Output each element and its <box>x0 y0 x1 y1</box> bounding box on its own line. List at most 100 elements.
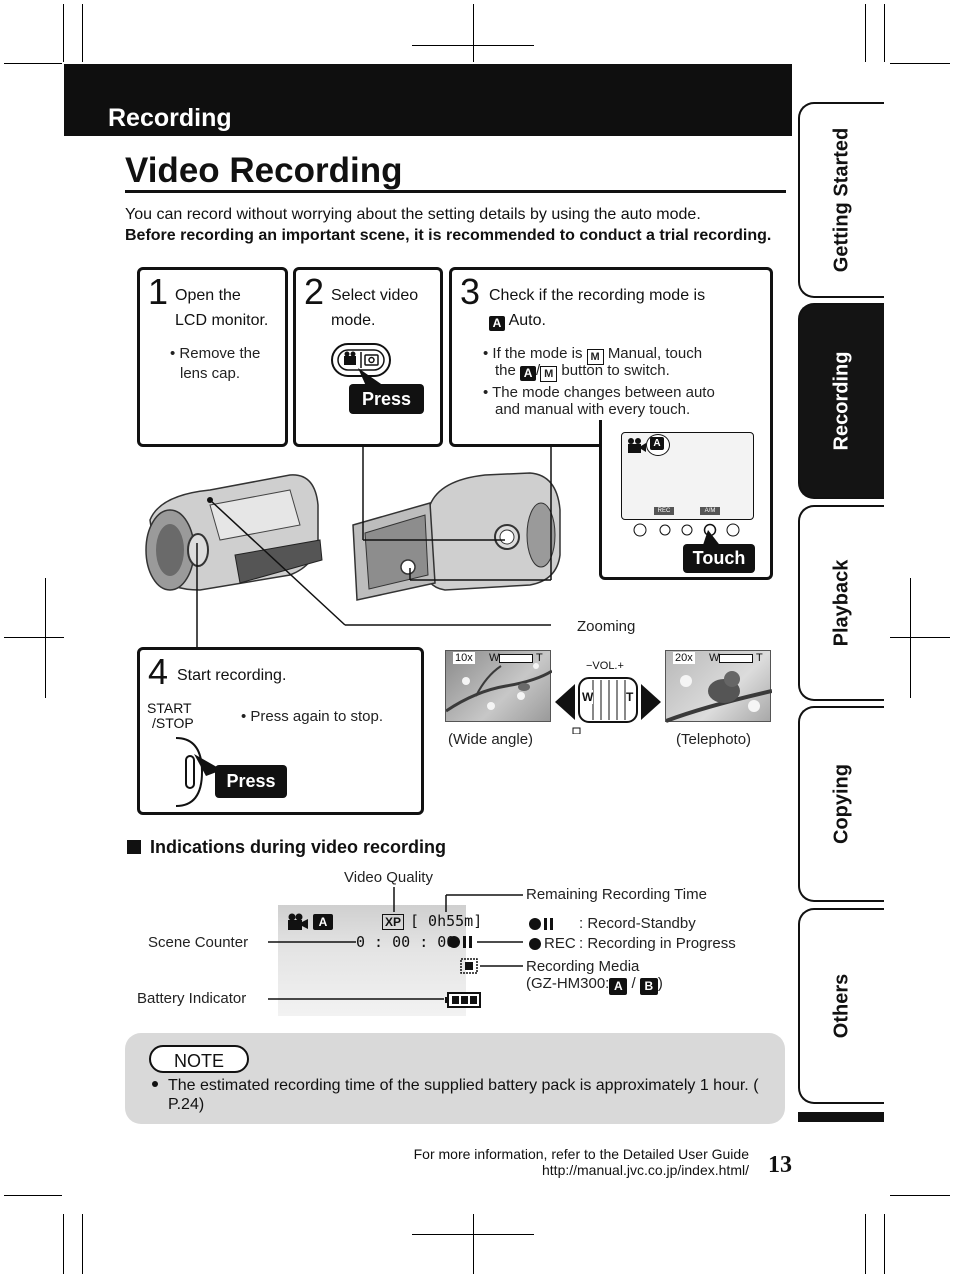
manual-mode-icon: M <box>586 349 604 365</box>
bullet-text: button to switch. <box>561 362 670 379</box>
crop-mark <box>473 4 474 62</box>
mode-switch-icon <box>331 343 391 377</box>
step-2-box: 2 Select video mode. Press <box>293 267 443 447</box>
step-title-line2: LCD monitor. <box>175 312 269 329</box>
step-title-line2: A Auto. <box>489 308 546 333</box>
zooming-label: Zooming <box>577 618 636 635</box>
tab-others[interactable]: Others <box>798 908 884 1104</box>
media-a-icon: A <box>609 978 628 995</box>
screen-remaining-time: [ 0h55m] <box>410 912 483 930</box>
standby-label: : Record-Standby <box>579 915 696 932</box>
crop-mark <box>63 4 64 62</box>
page-title: Video Recording <box>125 151 403 190</box>
bullet-text: Manual, touch <box>607 345 703 362</box>
step-bullet2-line2: and manual with every touch. <box>495 401 691 418</box>
step-bullet1-line1: • If the mode is M Manual, touch <box>483 345 702 365</box>
step-title: Start recording. <box>177 667 287 684</box>
intro-bold: Before recording an important scene, it … <box>125 227 772 244</box>
intro-paragraph: You can record without worrying about th… <box>125 204 775 246</box>
lcd-auto-badge: A <box>646 434 670 456</box>
zoom-lever-t: T <box>626 690 634 704</box>
remaining-time-label: Remaining Recording Time <box>526 886 707 903</box>
crop-mark <box>63 1214 64 1274</box>
telephoto-caption: (Telephoto) <box>676 731 752 748</box>
tab-getting-started[interactable]: Getting Started <box>798 102 884 298</box>
note-text: The estimated recording time of the supp… <box>168 1077 759 1113</box>
section-header-bar <box>64 64 792 136</box>
tab-bottom-bar <box>798 1112 884 1122</box>
touch-pointer-icon <box>702 530 722 548</box>
step-number: 2 <box>304 271 325 312</box>
indications-heading: Indications during video recording <box>150 837 447 857</box>
video-camera-icon <box>288 913 308 930</box>
tab-copying[interactable]: Copying <box>798 706 884 902</box>
crop-mark <box>45 578 46 698</box>
crop-mark <box>4 637 64 638</box>
note-label: NOTE <box>149 1045 249 1073</box>
media-model-line: (GZ-HM300:A / B) <box>526 975 663 995</box>
rec-in-progress-label: : Recording in Progress <box>579 935 736 952</box>
footer-link[interactable]: http://manual.jvc.co.jp/index.html/ <box>542 1162 749 1178</box>
video-quality-label: Video Quality <box>344 869 433 886</box>
auto-label: Auto. <box>508 312 546 329</box>
step-number: 3 <box>460 271 481 312</box>
title-underline <box>125 190 786 193</box>
footer-line1: For more information, refer to the Detai… <box>413 1146 749 1162</box>
tele-zoom-bar <box>719 654 753 663</box>
crop-mark <box>890 637 950 638</box>
step-bullet: • Press again to stop. <box>241 708 383 725</box>
crop-mark <box>884 4 885 62</box>
footer-reference: For more information, refer to the Detai… <box>414 1146 749 1178</box>
tab-recording[interactable]: Recording <box>798 303 884 499</box>
wide-zoom-w: W <box>489 652 500 664</box>
crop-mark <box>82 1214 83 1274</box>
tele-zoom-t: T <box>756 652 763 664</box>
recording-media-label: Recording Media <box>526 958 640 975</box>
step-number: 1 <box>148 271 169 312</box>
camcorder-open-illustration <box>352 472 561 601</box>
standby-icon <box>529 918 553 930</box>
lcd-rec-button: REC <box>654 507 674 515</box>
page-number: 13 <box>768 1152 792 1178</box>
auto-mode-icon: A <box>489 316 505 331</box>
step-title-line1: Select video <box>331 287 419 304</box>
press-label: Press <box>349 384 424 414</box>
rec-word: REC <box>544 935 576 952</box>
press-label: Press <box>215 765 287 798</box>
auto-mode-icon: A <box>313 914 333 930</box>
section-title: Recording <box>108 104 232 132</box>
step-bullet2-line1: • The mode changes between auto <box>483 384 715 401</box>
crop-mark <box>4 1195 62 1196</box>
step-1-box: 1 Open the LCD monitor. • Remove the len… <box>137 267 288 447</box>
crop-mark <box>4 63 62 64</box>
wide-zoom-level: 10x <box>453 652 475 664</box>
step-4-box: 4 Start recording. START /STOP • Press a… <box>137 647 424 815</box>
wide-zoom-bar <box>499 654 533 663</box>
auto-mode-icon: A <box>520 366 537 381</box>
media-b-icon: B <box>639 978 658 995</box>
scene-counter-label: Scene Counter <box>148 934 249 951</box>
record-standby-icon <box>448 936 472 948</box>
crop-mark <box>890 1195 950 1196</box>
screen-video-quality: XP <box>382 914 405 930</box>
step-3-box: 3 Check if the recording mode is A Auto.… <box>449 267 773 447</box>
tab-playback[interactable]: Playback <box>798 505 884 701</box>
start-stop-label-2: /STOP <box>152 715 194 731</box>
media-model-close: ) <box>657 975 663 992</box>
intro-text: You can record without worrying about th… <box>125 206 701 223</box>
auto-mode-icon: A <box>650 437 664 450</box>
manual-mode-icon: M <box>540 366 558 382</box>
media-model-text: (GZ-HM300: <box>526 975 610 992</box>
zoom-lever-icon <box>555 677 661 734</box>
bird-illustration <box>665 671 773 723</box>
lcd-am-button: A/M <box>700 507 720 515</box>
touch-sensor-buttons <box>633 523 740 537</box>
battery-icon <box>445 992 481 1008</box>
touch-label: Touch <box>683 544 755 573</box>
crop-mark <box>884 1214 885 1274</box>
tele-zoom-level: 20x <box>673 652 695 664</box>
recording-dot-icon <box>529 938 541 950</box>
tree-branch-illustration <box>445 663 553 713</box>
